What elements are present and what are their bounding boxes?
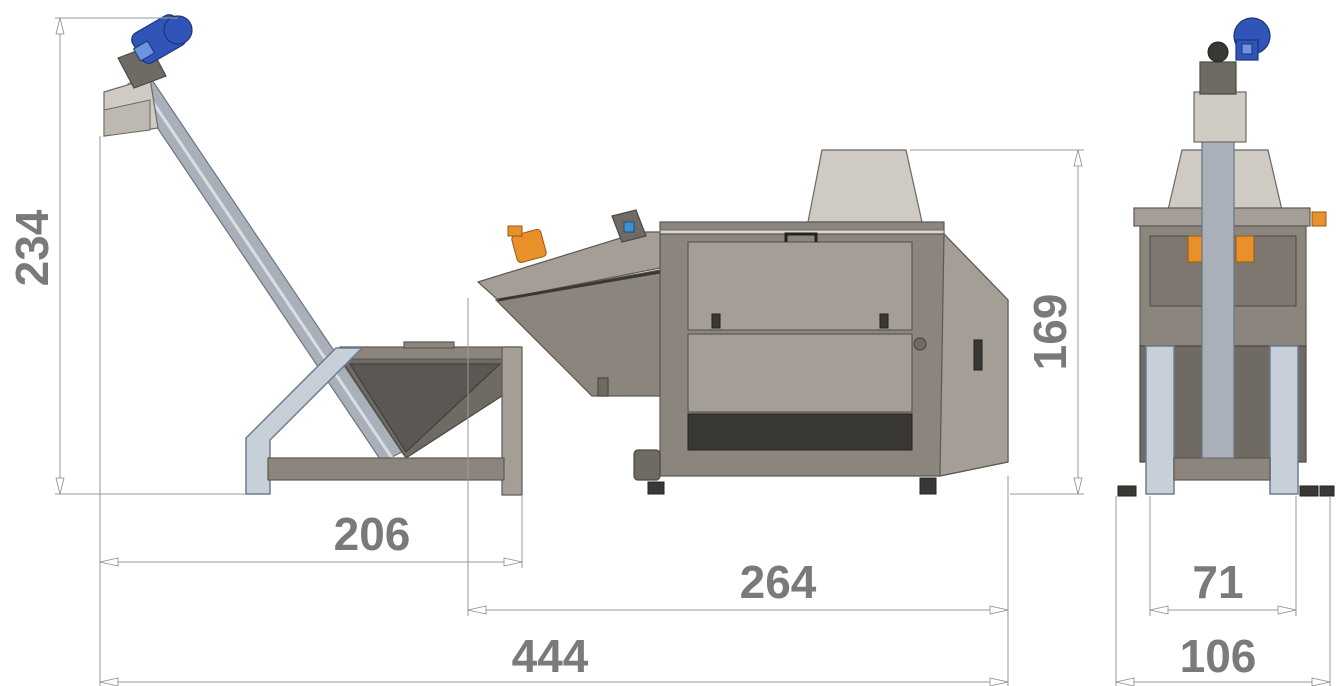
machine-top-hopper xyxy=(807,149,923,223)
dim-feeder-length: 206 xyxy=(334,508,411,560)
machine-handle xyxy=(784,232,818,242)
dim-machine-height: 169 xyxy=(1024,294,1076,371)
door-hinge xyxy=(913,337,927,351)
hopper-rim xyxy=(339,346,519,360)
end-coupling xyxy=(1207,41,1229,63)
foot-left xyxy=(647,481,665,495)
door-latch-right xyxy=(879,313,889,329)
hopper-inner xyxy=(349,363,502,453)
foot-right xyxy=(919,477,937,495)
drain-pipe xyxy=(597,377,609,397)
machine-discharge-slot xyxy=(687,413,913,451)
dim-overall-width: 106 xyxy=(1180,630,1257,682)
hopper-lid xyxy=(403,341,455,349)
conveyor-motor-icon xyxy=(131,14,193,64)
screw-conveyor xyxy=(103,14,403,463)
dimension-lines xyxy=(55,17,1331,686)
end-base-bar xyxy=(1173,457,1271,481)
dim-machine-length: 264 xyxy=(740,556,817,608)
end-frame-leg-right xyxy=(1269,345,1299,495)
end-conveyor-tube xyxy=(1201,139,1235,459)
side-handle xyxy=(973,339,983,371)
dim-overall-height: 234 xyxy=(6,209,58,286)
machine-lower-door xyxy=(687,333,913,413)
vibrator-motor-icon xyxy=(507,225,547,264)
end-foot-1 xyxy=(1117,485,1137,497)
outlet-chute-face xyxy=(103,99,151,137)
frame-leg-right xyxy=(501,346,523,496)
main-machine-side xyxy=(476,149,1009,495)
end-conveyor-head xyxy=(1193,91,1247,143)
frame-base-bar xyxy=(267,457,505,481)
machine-upper-door xyxy=(687,241,913,331)
end-foot-2 xyxy=(1299,485,1319,497)
feeding-hopper xyxy=(245,341,523,496)
end-frame-leg-left xyxy=(1145,345,1175,495)
tray-bracket-badge xyxy=(623,221,635,233)
dim-inner-width: 71 xyxy=(1192,556,1243,608)
end-foot-3 xyxy=(1319,485,1335,497)
machine-wheel xyxy=(633,449,661,481)
door-latch-left xyxy=(711,313,721,329)
feed-tray-edge xyxy=(497,270,661,302)
end-motor-icon xyxy=(1233,17,1271,61)
machine-end-view xyxy=(1117,17,1335,497)
dim-overall-length: 444 xyxy=(512,630,589,682)
feed-tray xyxy=(476,231,661,301)
tube-highlight xyxy=(136,79,394,459)
end-motor-mount xyxy=(1199,61,1237,95)
